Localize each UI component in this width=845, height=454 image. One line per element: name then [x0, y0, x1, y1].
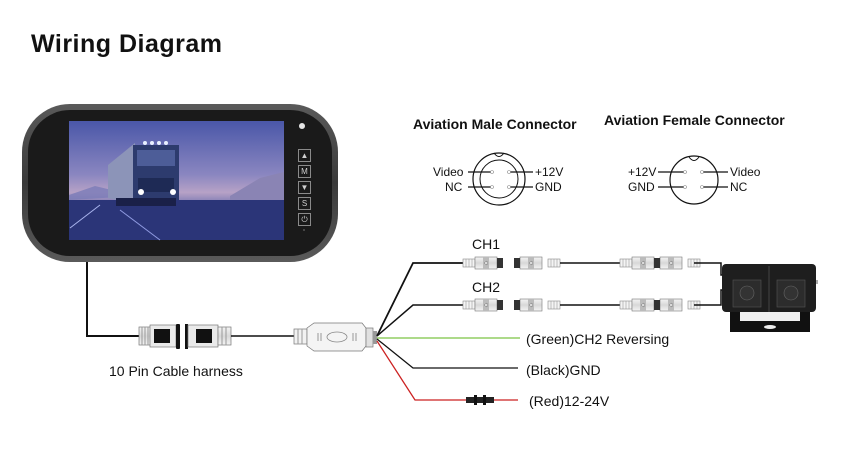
female-pin-nc-label: NC — [730, 180, 748, 194]
harness-label: 10 Pin Cable harness — [109, 363, 243, 379]
ch2-female-plug — [514, 298, 561, 312]
ch1-male-plug — [462, 256, 503, 270]
male-connector-diagram — [468, 152, 533, 206]
male-pin-video-label: Video — [433, 165, 464, 179]
splitter-box — [293, 322, 377, 352]
monitor-power-button[interactable]: ⏻ — [298, 213, 311, 226]
monitor-source-button[interactable]: S — [298, 197, 311, 210]
page-title: Wiring Diagram — [31, 30, 223, 58]
monitor-down-button[interactable]: ▼ — [298, 181, 311, 194]
ch2-extension-female-plug — [654, 298, 701, 312]
male-connector-title: Aviation Male Connector — [413, 116, 577, 132]
monitor-up-button[interactable]: ▲ — [298, 149, 311, 162]
female-pin-12v-label: +12V — [628, 165, 657, 179]
ch1-female-plug — [514, 256, 561, 270]
monitor-cable — [86, 262, 140, 337]
monitor-menu-button[interactable]: M — [298, 165, 311, 178]
dual-camera — [722, 264, 818, 332]
male-pin-12v-label: +12V — [535, 165, 564, 179]
screen-mountain — [230, 172, 284, 200]
female-pin-gnd-label: GND — [628, 180, 655, 194]
harness-connector-pair — [138, 324, 232, 349]
monitor — [22, 104, 338, 262]
female-connector-title: Aviation Female Connector — [604, 112, 785, 128]
female-pin-video-label: Video — [730, 165, 761, 179]
male-pin-gnd-label: GND — [535, 180, 562, 194]
female-connector-diagram — [658, 155, 728, 205]
black-wire-label: (Black)GND — [526, 362, 601, 378]
red-wire-label: (Red)12-24V — [529, 393, 610, 409]
black-wire — [376, 338, 518, 369]
ch1-wire — [376, 262, 463, 337]
red-wire — [376, 340, 466, 401]
green-wire-label: (Green)CH2 Reversing — [526, 331, 670, 347]
ch2-wire — [376, 304, 463, 337]
monitor-sensor — [299, 123, 305, 129]
screen-truck — [108, 141, 179, 206]
ch2-label: CH2 — [472, 279, 501, 295]
ch2-male-plug — [462, 298, 503, 312]
male-pin-nc-label: NC — [445, 180, 463, 194]
fuse-holder — [466, 395, 494, 405]
ch1-extension-female-plug — [654, 256, 701, 270]
ch1-label: CH1 — [472, 236, 501, 252]
